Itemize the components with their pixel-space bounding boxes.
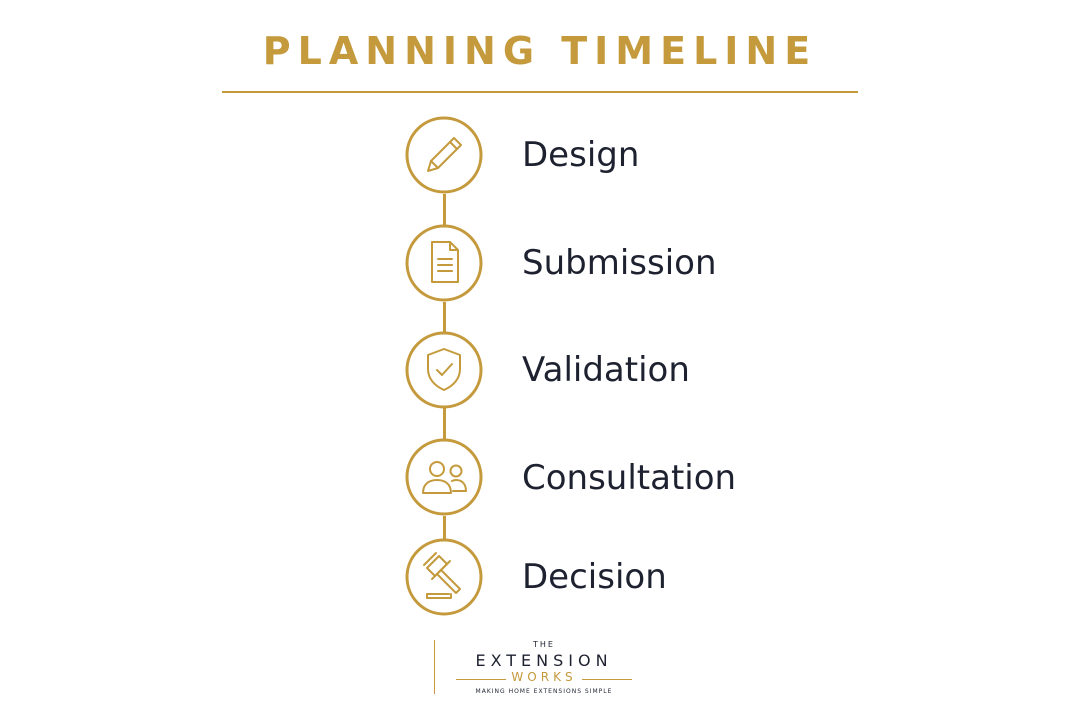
title-divider <box>222 91 858 93</box>
step-icon-circle <box>405 116 483 194</box>
step-label: Decision <box>522 557 667 597</box>
document-icon <box>405 224 483 302</box>
step-label: Validation <box>522 350 690 390</box>
gavel-icon <box>405 538 483 616</box>
pencil-icon <box>405 116 483 194</box>
logo-the-text: THE <box>533 640 555 649</box>
step-icon-circle <box>405 224 483 302</box>
timeline-connector <box>443 194 446 226</box>
logo-extension-text: EXTENSION <box>475 651 613 670</box>
step-label: Submission <box>522 243 717 283</box>
logo-works-rule-left <box>456 679 506 680</box>
people-icon <box>405 438 483 516</box>
logo-divider-bar <box>434 640 435 694</box>
brand-logo: THE EXTENSION WORKS MAKING HOME EXTENSIO… <box>434 640 644 700</box>
logo-works-row: WORKS <box>444 670 644 686</box>
step-icon-circle <box>405 538 483 616</box>
shield-check-icon <box>405 331 483 409</box>
step-icon-circle <box>405 331 483 409</box>
timeline-connector <box>443 302 446 332</box>
step-icon-circle <box>405 438 483 516</box>
step-label: Design <box>522 135 640 175</box>
timeline-connector <box>443 516 446 540</box>
page-title: PLANNING TIMELINE <box>262 29 818 73</box>
logo-tagline: MAKING HOME EXTENSIONS SIMPLE <box>475 688 613 695</box>
logo-works-text: WORKS <box>511 670 577 684</box>
timeline-connector <box>443 408 446 440</box>
step-label: Consultation <box>522 458 737 498</box>
logo-works-rule-right <box>582 679 632 680</box>
